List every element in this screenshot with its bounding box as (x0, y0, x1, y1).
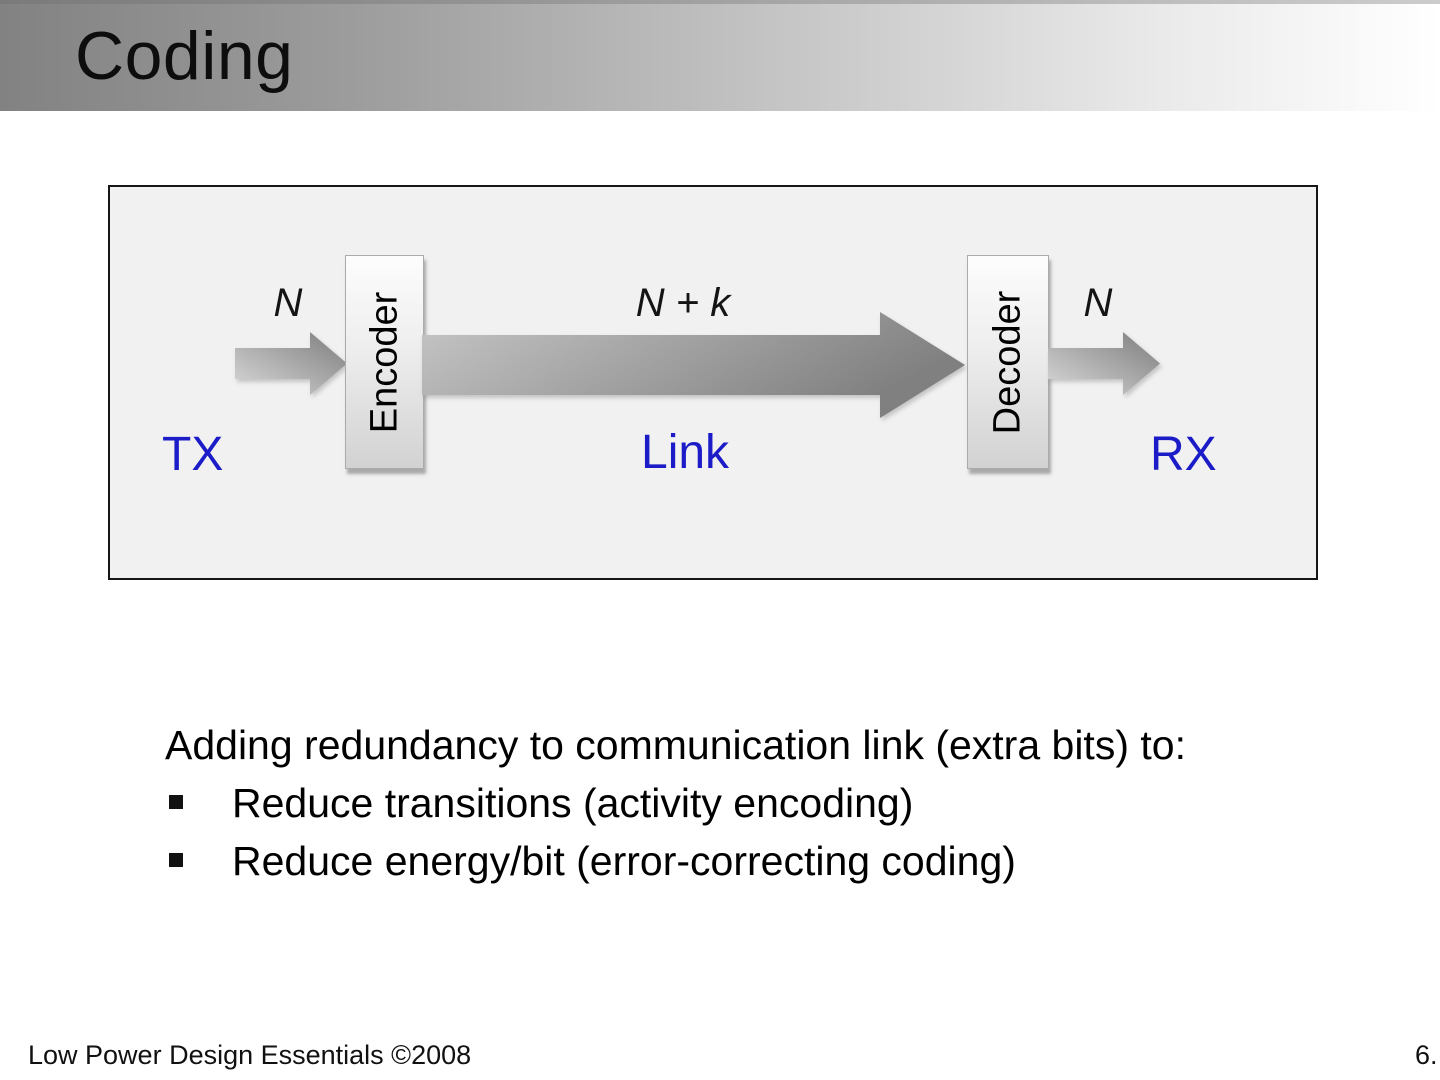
link-label: Link (641, 426, 730, 479)
coding-link-diagram: N N + k N Encoder Decoder TX Link RX (108, 185, 1318, 580)
body-text: Adding redundancy to communication link … (165, 716, 1355, 890)
input-arrow-icon (235, 332, 347, 395)
square-bullet-icon (169, 853, 183, 867)
bullet-item: Reduce energy/bit (error-correcting codi… (165, 832, 1355, 890)
bullet-text: Reduce transitions (activity encoding) (232, 780, 914, 826)
output-width-label: N (1083, 281, 1113, 325)
footer-credit: Low Power Design Essentials ©2008 (28, 1040, 472, 1070)
encoder-block: Encoder (345, 255, 424, 469)
link-width-label: N + k (635, 281, 731, 325)
slide-number: 6. (1415, 1040, 1438, 1070)
tx-label: TX (162, 428, 224, 481)
bullet-text: Reduce energy/bit (error-correcting codi… (232, 838, 1016, 884)
square-bullet-icon (169, 795, 183, 809)
rx-label: RX (1150, 428, 1217, 481)
intro-line: Adding redundancy to communication link … (165, 722, 1186, 768)
decoder-block: Decoder (967, 255, 1049, 469)
link-arrow-icon (422, 312, 965, 418)
decoder-label: Decoder (986, 290, 1029, 434)
input-width-label: N (273, 281, 303, 325)
title-bar: Coding (0, 0, 1440, 111)
slide-title: Coding (75, 18, 294, 94)
encoder-label: Encoder (363, 291, 406, 433)
bullet-item: Reduce transitions (activity encoding) (165, 774, 1355, 832)
output-arrow-icon (1048, 332, 1160, 395)
